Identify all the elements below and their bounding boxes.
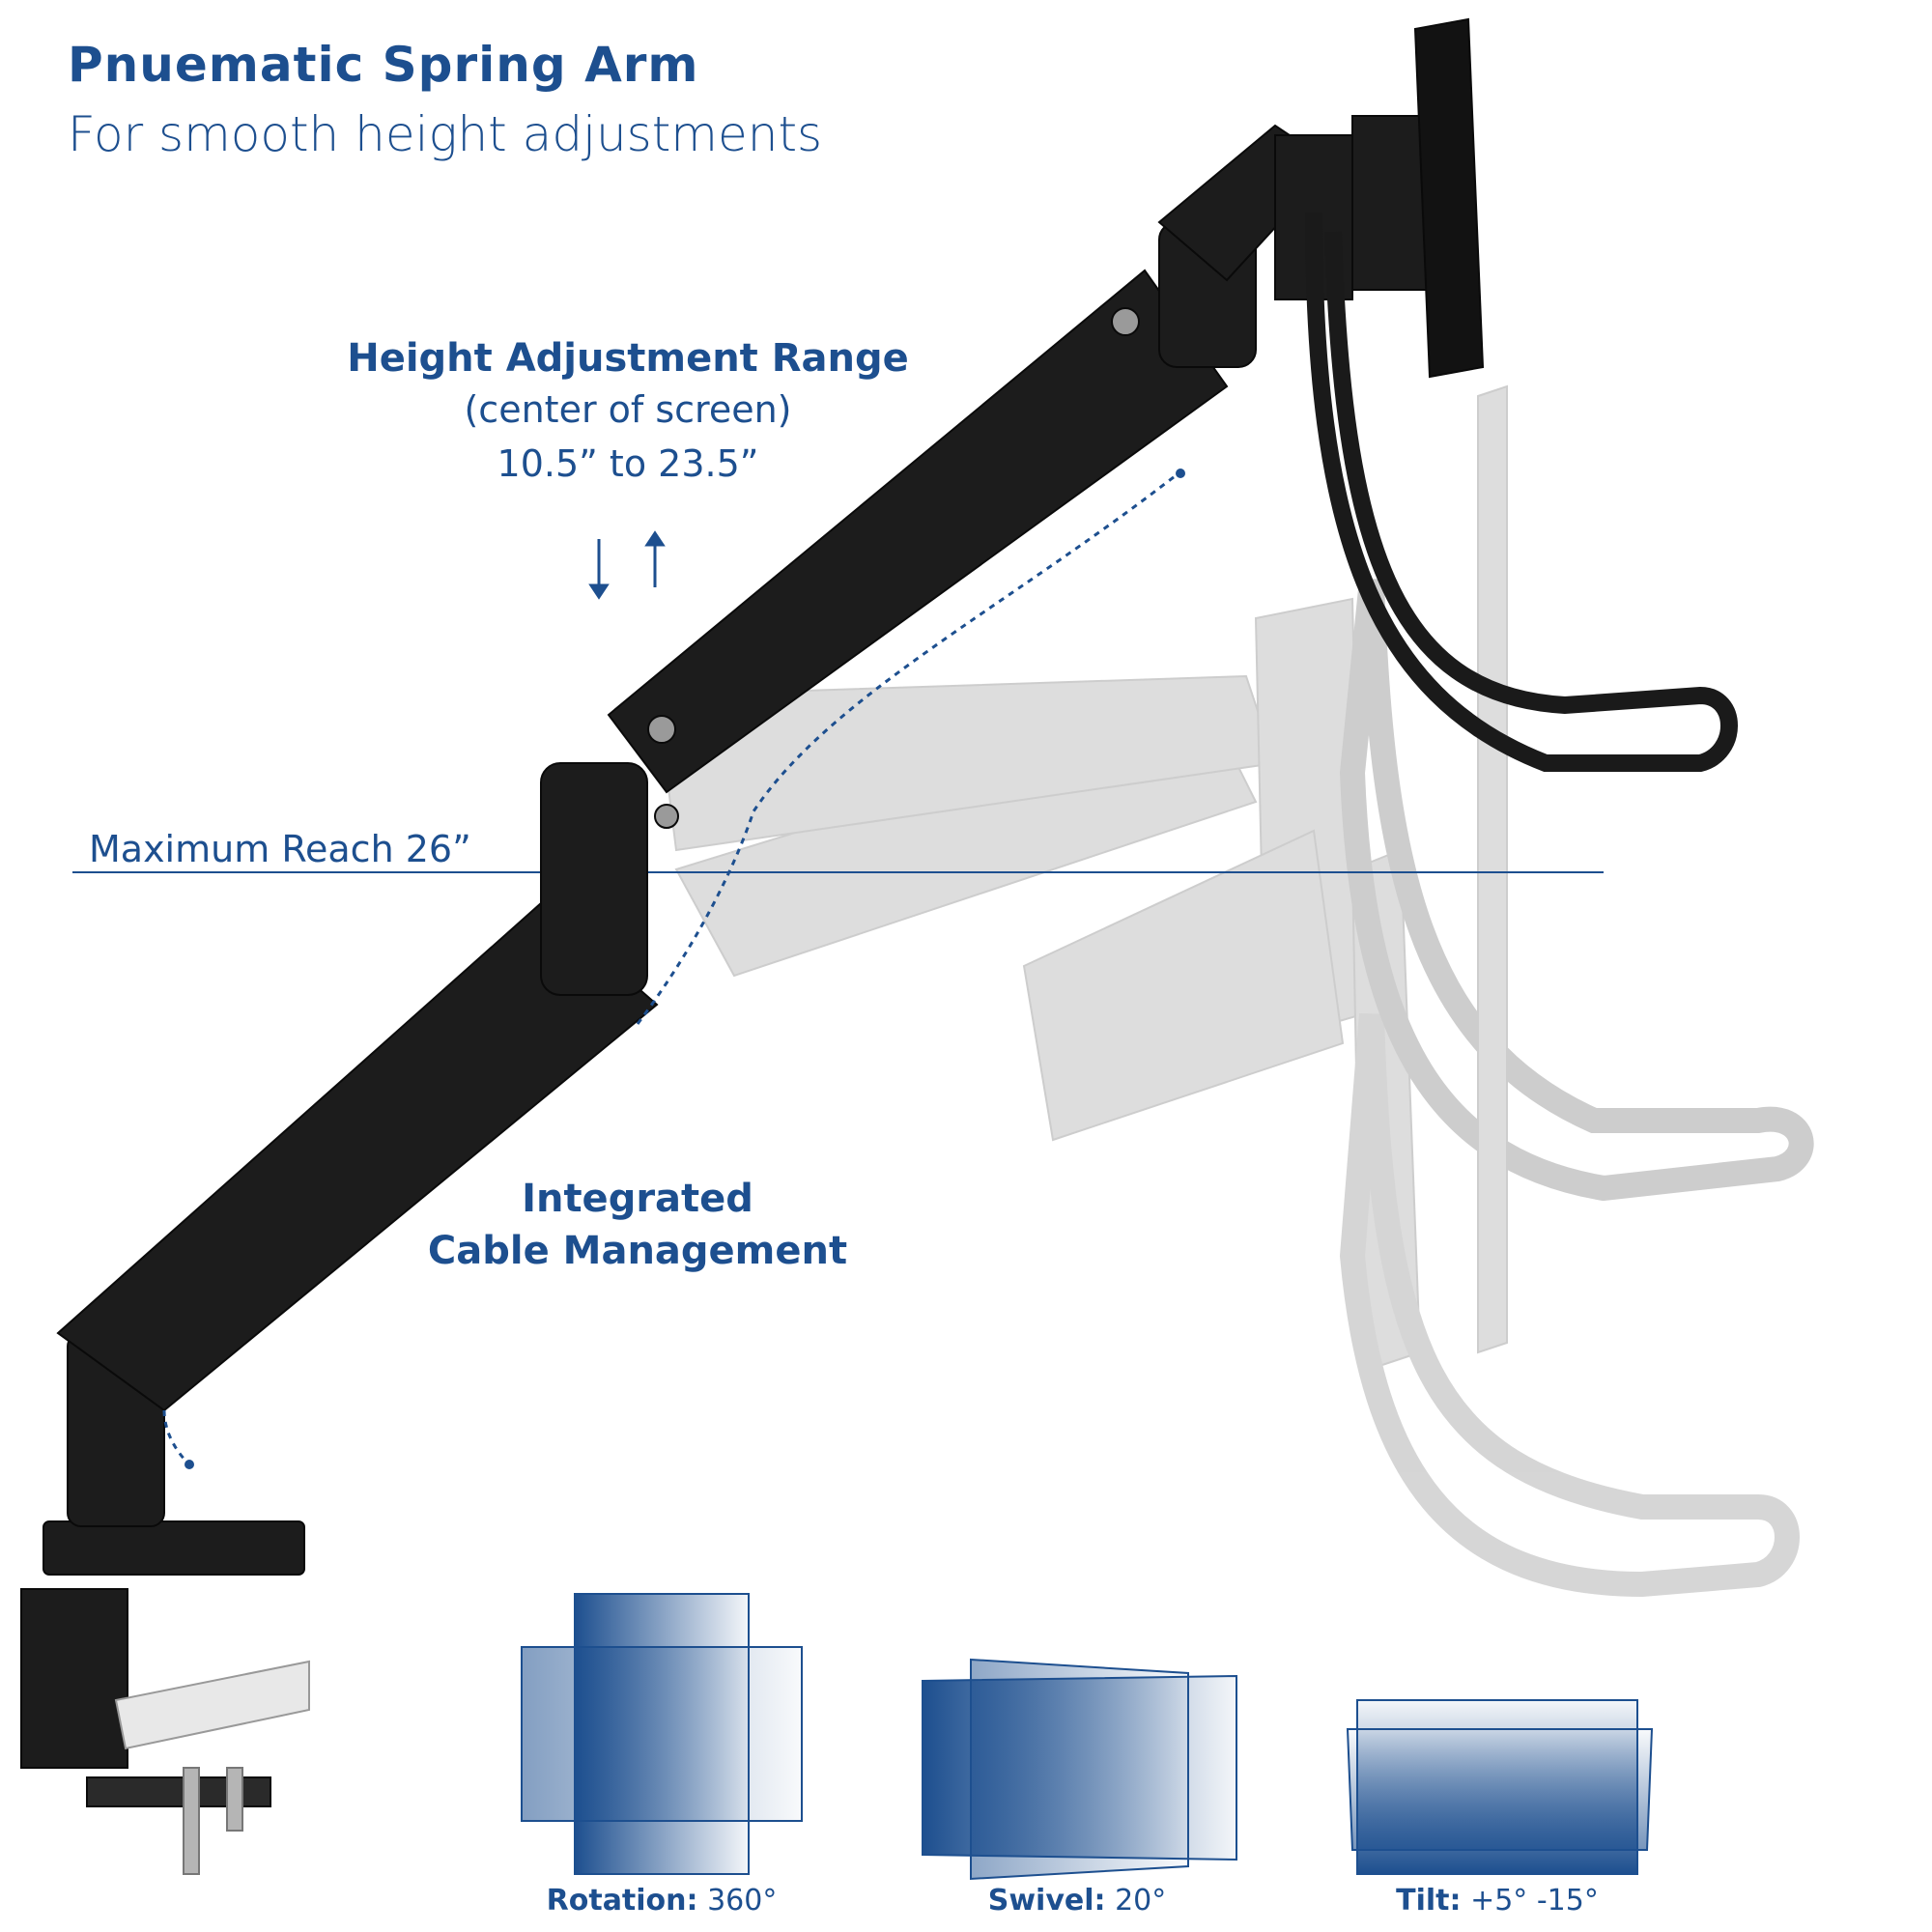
- height-callout-range: 10.5” to 23.5”: [497, 442, 759, 485]
- rotation-label: Rotation:: [546, 1884, 698, 1918]
- ghost-arm: [655, 384, 1814, 1598]
- swivel-value: 20°: [1115, 1884, 1167, 1918]
- cable-callout-line2: Cable Management: [427, 1229, 848, 1273]
- tilt-icon: [1346, 1699, 1654, 1875]
- monitor-arm: [20, 17, 1485, 1875]
- rotation-icon: [521, 1593, 803, 1875]
- height-callout-sub: (center of screen): [464, 388, 792, 431]
- rotation-value: 360°: [707, 1884, 778, 1918]
- handle: [1305, 212, 1738, 772]
- rotation-caption: Rotation: 360°: [488, 1884, 836, 1918]
- cable-path-upper: [636, 471, 1179, 1025]
- cable-path-lower: [162, 1409, 190, 1465]
- cable-callout-line1: Integrated: [522, 1177, 753, 1221]
- tilt-caption: Tilt: +5° -15°: [1323, 1884, 1671, 1918]
- tilt-label: Tilt:: [1396, 1884, 1462, 1918]
- tilt-value: +5° -15°: [1470, 1884, 1599, 1918]
- swivel-label: Swivel:: [987, 1884, 1106, 1918]
- reach-label: Maximum Reach 26”: [89, 828, 471, 870]
- page-title: Pnuematic Spring Arm: [68, 37, 699, 93]
- height-callout-title: Height Adjustment Range: [347, 336, 909, 381]
- page-subtitle: For smooth height adjustments: [68, 106, 823, 162]
- swivel-caption: Swivel: 20°: [903, 1884, 1251, 1918]
- swivel-icon: [922, 1658, 1237, 1881]
- height-arrows: [588, 530, 666, 600]
